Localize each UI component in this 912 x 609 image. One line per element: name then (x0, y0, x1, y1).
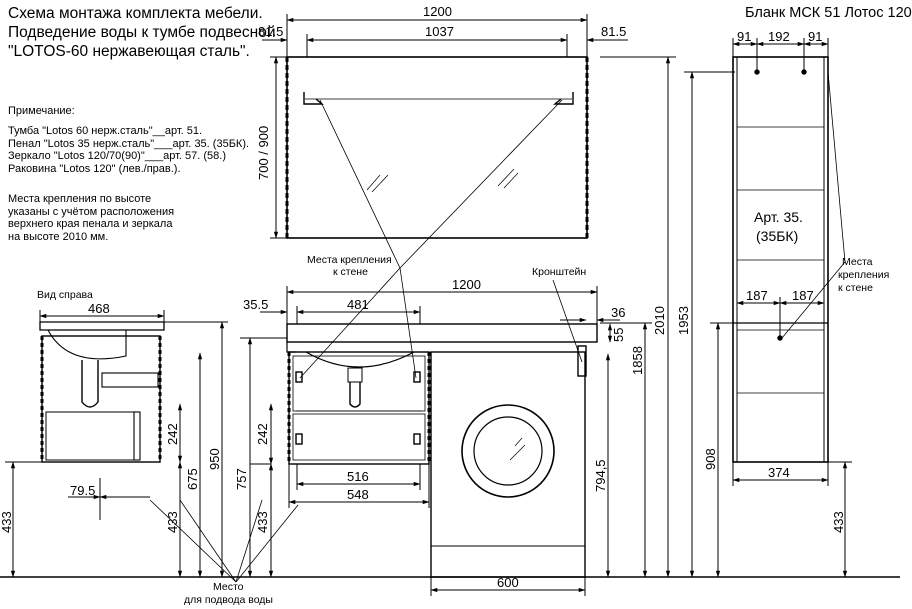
dim-side-433: 433 (0, 511, 14, 533)
dim-washer-width: 600 (497, 575, 519, 590)
pencil-case-art: Арт. 35. (754, 209, 803, 225)
leader-lines (149, 71, 846, 583)
water-label: для подвода воды (184, 594, 273, 606)
notes-title: Примечание: (8, 105, 75, 117)
bracket-label: Кронштейн (532, 266, 587, 278)
dim-mirror-right: 81.5 (601, 24, 627, 39)
dim-front-433: 433 (255, 511, 270, 533)
pencil-mount-label: крепления (838, 269, 890, 281)
notes-item: Тумба "Lotos 60 нерж.сталь"__арт. 51. (8, 125, 203, 137)
dim-cab-outer: 548 (347, 487, 369, 502)
dim-1858: 1858 (630, 346, 645, 375)
mount-note: указаны с учётом расположения (8, 205, 175, 218)
dim-cab-inner: 516 (347, 469, 369, 484)
dim-side-depth: 468 (88, 301, 110, 316)
notes-item: Зеркало "Lotos 120/70(90)"___арт. 57. (5… (8, 150, 226, 162)
dim-pc-91a: 91 (737, 29, 752, 44)
mount-points-label: к стене (333, 266, 368, 278)
notes-item: Раковина "Lotos 120" (лев./прав.). (8, 162, 181, 175)
dim-side-242: 242 (165, 423, 180, 445)
dim-794-5: 794,5 (593, 459, 608, 492)
dim-pc-908: 908 (703, 448, 718, 470)
water-label: Место (213, 581, 244, 593)
dim-side-675: 675 (185, 468, 200, 490)
mount-points-label: Места крепления (307, 254, 392, 266)
dim-mirror-left: 81.5 (258, 24, 284, 39)
dim-pc-187a: 187 (746, 288, 768, 303)
side-view (39, 321, 165, 463)
dim-pc-192: 192 (768, 29, 790, 44)
dim-pc-433: 433 (831, 511, 846, 533)
dim-mirror-height: 700 / 900 (256, 125, 271, 180)
dim-sink-width: 1200 (452, 277, 481, 292)
dim-side-433b: 433 (165, 511, 180, 533)
title-line-2: Подведение воды к тумбе подвесной (8, 24, 276, 41)
dim-mirror-width: 1200 (423, 4, 452, 19)
mirror (285, 56, 589, 239)
washing-machine (430, 351, 586, 578)
dim-sink-bowl: 481 (347, 297, 369, 312)
dim-pc-374: 374 (768, 465, 790, 480)
dim-2010: 2010 (652, 306, 667, 335)
pencil-case-art: (35БК) (756, 228, 799, 244)
pencil-mount-label: Места (842, 256, 873, 268)
mount-note: Места крепления по высоте (8, 193, 152, 205)
form-code: Бланк МСК 51 Лотос 120 (745, 5, 912, 21)
side-view-label: Вид справа (37, 289, 93, 301)
dim-side-79-5: 79.5 (70, 483, 96, 498)
dim-side-950: 950 (207, 448, 222, 470)
dim-pc-187b: 187 (792, 288, 814, 303)
dim-mirror-mid: 1037 (425, 24, 454, 39)
dim-front-242: 242 (255, 423, 270, 445)
title-line-3: "LOTOS-60 нержавеющая сталь". (8, 43, 250, 60)
notes-item: Пенал "Lotos 35 нерж.сталь"___арт. 35. (… (8, 137, 250, 150)
pencil-case (732, 56, 829, 463)
mount-note: верхнего края пенала и зеркала (8, 218, 173, 230)
dim-757: 757 (234, 468, 249, 490)
dim-pc-91b: 91 (808, 29, 823, 44)
dim-sink-36: 36 (611, 305, 626, 320)
title-line-1: Схема монтажа комплекта мебели. (8, 5, 263, 22)
dim-sink-55: 55 (611, 327, 626, 342)
mount-note: на высоте 2010 мм. (8, 230, 109, 243)
dim-sink-offset: 35.5 (243, 297, 269, 312)
sink-cabinet-front (286, 323, 598, 465)
pencil-mount-label: к стене (838, 282, 873, 294)
dim-1953: 1953 (676, 306, 691, 335)
